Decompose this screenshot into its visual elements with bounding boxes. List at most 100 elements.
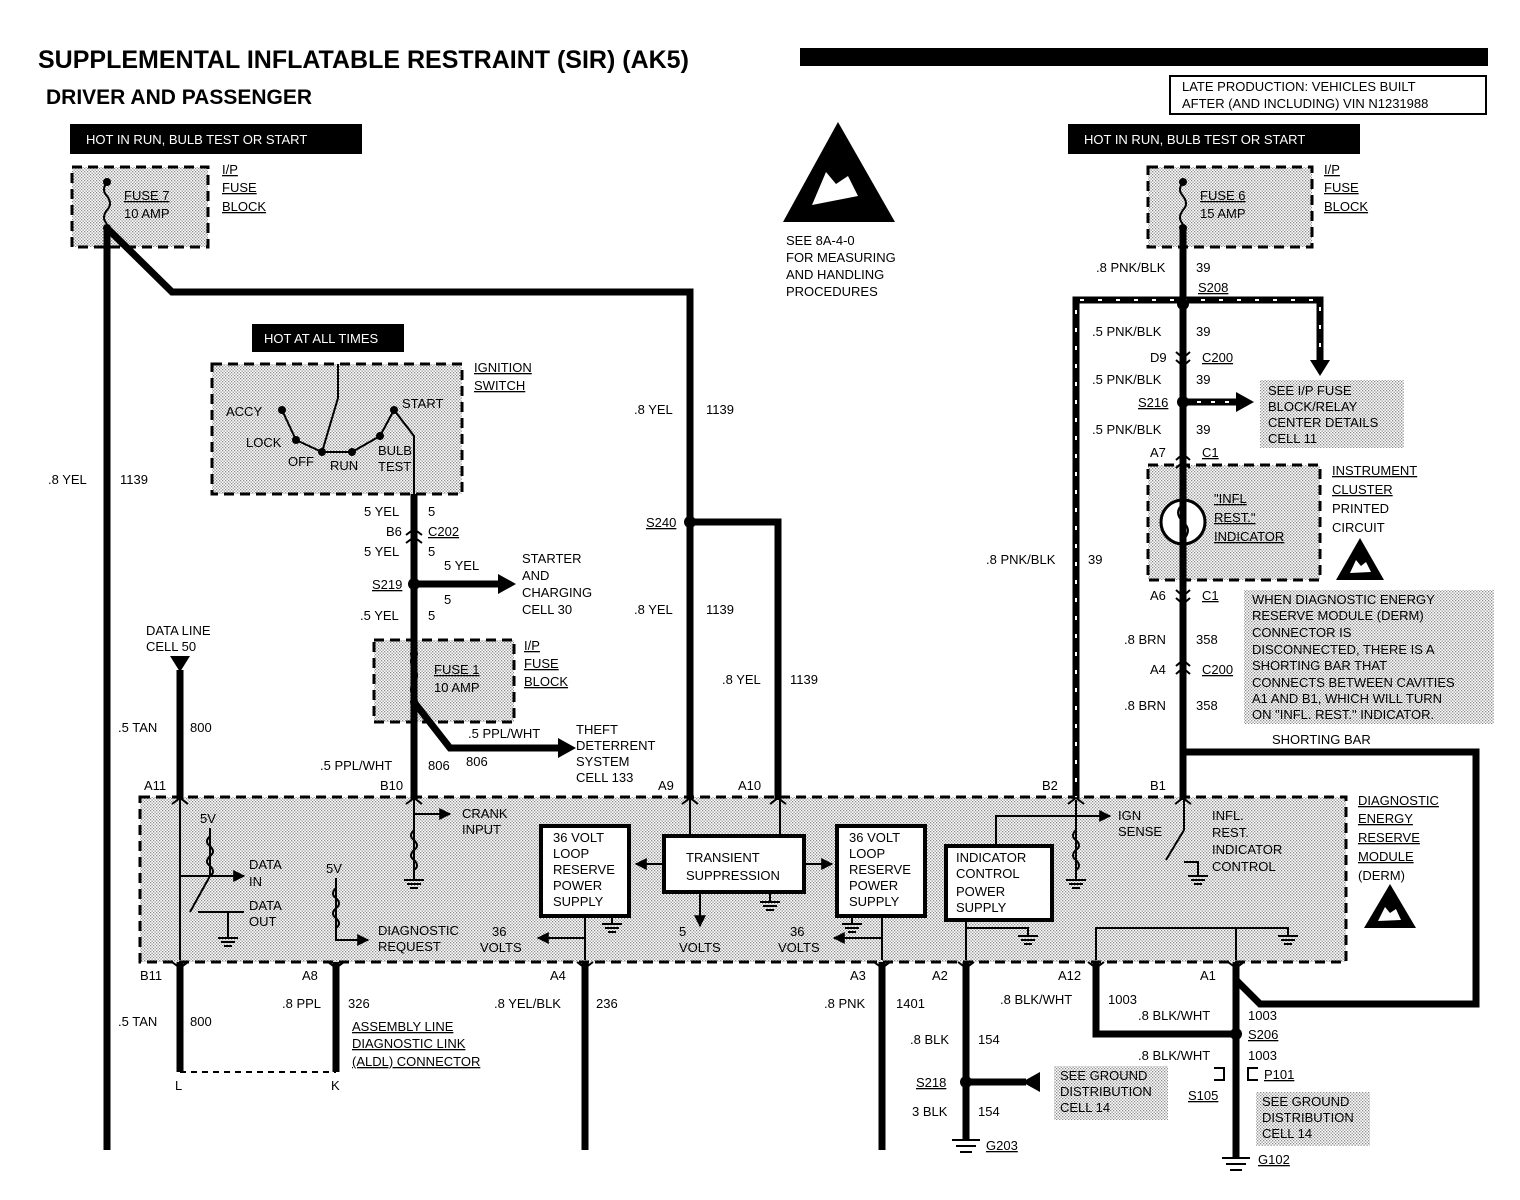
fuse7-name: FUSE 7 bbox=[124, 188, 170, 203]
power-label-left: HOT IN RUN, BULB TEST OR START bbox=[86, 132, 307, 147]
conn-l: L bbox=[175, 1078, 182, 1093]
wire-800-bot: .5 TAN bbox=[118, 1014, 157, 1029]
derm-note-box bbox=[1244, 590, 1494, 724]
splice-s216: S216 bbox=[1138, 395, 1168, 410]
circuit-358-b: 358 bbox=[1196, 698, 1218, 713]
fuse1-block-shade bbox=[374, 640, 514, 722]
cluster-indicator-3: INDICATOR bbox=[1214, 529, 1284, 544]
circuit-806: 806 bbox=[428, 758, 450, 773]
fuse7-block-label-2: FUSE bbox=[222, 180, 257, 195]
indicator-ps-1: INDICATOR bbox=[956, 850, 1026, 865]
diagram-title: SUPPLEMENTAL INFLATABLE RESTRAINT (SIR) … bbox=[38, 46, 689, 74]
conn-c1-b: C1 bbox=[1202, 588, 1219, 603]
wire-806: .5 PPL/WHT bbox=[320, 758, 392, 773]
wire-1139-mid: .8 YEL bbox=[634, 602, 673, 617]
splice-s208: S208 bbox=[1198, 280, 1228, 295]
ignition-label-1: IGNITION bbox=[474, 360, 532, 375]
ignition-bulb: BULB bbox=[378, 443, 412, 458]
wire-1401: .8 PNK bbox=[824, 996, 866, 1011]
conn-a11: A11 bbox=[144, 778, 166, 793]
ground-dist-a-line-1: SEE GROUND bbox=[1060, 1068, 1147, 1083]
ignition-switch bbox=[210, 362, 464, 496]
wire-326: .8 PPL bbox=[282, 996, 321, 1011]
wire-39-a: .8 PNK/BLK bbox=[1096, 260, 1166, 275]
splice-s240: S240 bbox=[646, 515, 676, 530]
conn-a10: A10 bbox=[738, 778, 761, 793]
derm-data-out-2: OUT bbox=[249, 914, 277, 929]
ground-dist-b-line-3: CELL 14 bbox=[1262, 1126, 1312, 1141]
aldl-2: DIAGNOSTIC LINK bbox=[352, 1036, 466, 1051]
derm-note-line-6: CONNECTS BETWEEN CAVITIES bbox=[1252, 675, 1455, 690]
wire-1139-top: .8 YEL bbox=[634, 402, 673, 417]
circuit-1139-left: 1139 bbox=[120, 472, 148, 487]
esd-note-line-3: AND HANDLING bbox=[786, 267, 884, 282]
fuse1-block-label-1: I/P bbox=[524, 638, 540, 653]
wire-39-left: .8 PNK/BLK bbox=[986, 552, 1056, 567]
starter-1: STARTER bbox=[522, 551, 581, 566]
circuit-1139-a10: 1139 bbox=[790, 672, 818, 687]
production-note-line-1: LATE PRODUCTION: VEHICLES BUILT bbox=[1182, 79, 1416, 94]
derm-ign-sense-1: IGN bbox=[1118, 808, 1141, 823]
wire-154-b: 3 BLK bbox=[912, 1104, 948, 1119]
conn-b6: B6 bbox=[386, 524, 402, 539]
conn-a6: A6 bbox=[1150, 588, 1166, 603]
loop-left-4: POWER bbox=[553, 878, 602, 893]
loop-left-3: RESERVE bbox=[553, 862, 615, 877]
derm-esd-icon bbox=[1364, 884, 1416, 928]
circuit-326: 326 bbox=[348, 996, 370, 1011]
wire-154-a: .8 BLK bbox=[910, 1032, 949, 1047]
derm-label-4: MODULE bbox=[1358, 849, 1414, 864]
ignition-label-2: SWITCH bbox=[474, 378, 525, 393]
derm-crank-circuit bbox=[404, 800, 452, 889]
esd-note-line-4: PROCEDURES bbox=[786, 284, 878, 299]
wire-236: .8 YEL/BLK bbox=[494, 996, 561, 1011]
derm-label-1: DIAGNOSTIC bbox=[1358, 793, 1439, 808]
diagram-subtitle: DRIVER AND PASSENGER bbox=[46, 86, 312, 109]
derm-label-2: ENERGY bbox=[1358, 811, 1413, 826]
ground-dist-a-line-3: CELL 14 bbox=[1060, 1100, 1110, 1115]
aldl-1: ASSEMBLY LINE bbox=[352, 1019, 454, 1034]
power-label-hot-box bbox=[252, 324, 404, 352]
loop-left-1: 36 VOLT bbox=[553, 830, 604, 845]
circuit-1139-mid: 1139 bbox=[706, 602, 734, 617]
conn-a9: A9 bbox=[658, 778, 674, 793]
fuse1-block bbox=[372, 638, 516, 724]
derm-36v-a-2: VOLTS bbox=[480, 940, 522, 955]
conn-b11: B11 bbox=[140, 968, 162, 983]
fuse6-rating: 15 AMP bbox=[1200, 206, 1246, 221]
conn-d9: D9 bbox=[1150, 350, 1167, 365]
fuse1-name: FUSE 1 bbox=[434, 662, 480, 677]
ground-dist-b-box bbox=[1256, 1092, 1370, 1146]
splice-dots bbox=[408, 298, 1242, 1088]
fuse7-block-shade bbox=[72, 167, 208, 247]
derm-module bbox=[138, 795, 1348, 964]
see-ip-fuse-line-2: BLOCK/RELAY bbox=[1268, 399, 1358, 414]
derm-5v-a: 5V bbox=[200, 811, 216, 826]
derm-5v-out-2: VOLTS bbox=[679, 940, 721, 955]
wire-39-d: .5 PNK/BLK bbox=[1092, 422, 1162, 437]
ground-dist-a-box bbox=[1054, 1066, 1168, 1120]
fuse7-rating: 10 AMP bbox=[124, 206, 170, 221]
data-line-arrow-icon bbox=[170, 656, 190, 672]
circuit-5-b: 5 bbox=[428, 544, 435, 559]
wire-1139-left: .8 YEL bbox=[48, 472, 87, 487]
wire-1003-a: .8 BLK/WHT bbox=[1000, 992, 1072, 1007]
theft-3: SYSTEM bbox=[576, 754, 629, 769]
ground-g203: G203 bbox=[986, 1138, 1018, 1153]
derm-5v-b: 5V bbox=[326, 861, 342, 876]
esd-note-line-2: FOR MEASURING bbox=[786, 250, 896, 265]
conn-a4: A4 bbox=[1150, 662, 1166, 677]
derm-internal-wiring bbox=[536, 800, 1298, 960]
aldl-3: (ALDL) CONNECTOR bbox=[352, 1054, 480, 1069]
ground-g102-icon bbox=[1222, 1157, 1250, 1171]
ground-dist-a-line-2: DISTRIBUTION bbox=[1060, 1084, 1152, 1099]
indicator-ps-4: SUPPLY bbox=[956, 900, 1007, 915]
ground-g203-icon bbox=[952, 1139, 980, 1153]
circuit-154-b: 154 bbox=[978, 1104, 1000, 1119]
loop-left-2: LOOP bbox=[553, 846, 589, 861]
derm-crank-1: CRANK bbox=[462, 806, 508, 821]
loop-reserve-right bbox=[835, 824, 927, 918]
cluster-esd-icon bbox=[1336, 538, 1384, 580]
theft-2: DETERRENT bbox=[576, 738, 656, 753]
wire-5-starter: 5 YEL bbox=[444, 558, 479, 573]
